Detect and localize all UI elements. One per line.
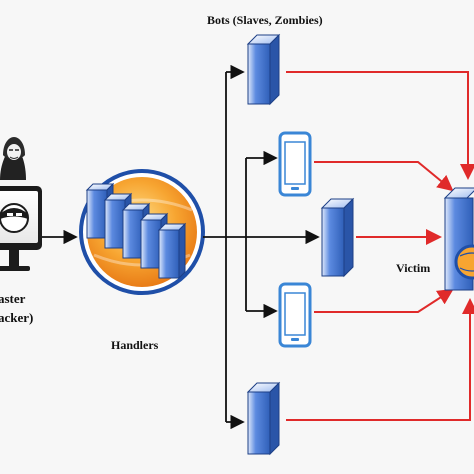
bots-label: Bots (Slaves, Zombies) [207,13,323,27]
handler-server-5-icon [157,222,187,280]
victim-globe-icon [454,244,474,280]
bot-4-phone-icon [278,282,312,348]
master-label-line2: acker) [0,310,33,325]
master-label-line1: aster [0,291,26,306]
bot-1-server-icon [246,33,281,106]
attack-arrow-bot-1 [286,71,474,180]
bot-5-server-icon [246,381,281,456]
victim-label: Victim [396,261,430,275]
handler-cluster-icon [79,169,205,295]
handlers-label: Handlers [111,338,159,352]
attack-arrow-bot-2 [314,161,454,192]
master-computer-icon [0,186,42,271]
bot-3-server-icon [320,197,355,278]
handler-to-bots-connectors [203,64,320,430]
bot-to-victim-attack-arrows [286,71,474,421]
attack-arrow-bot-4 [314,288,454,313]
attack-arrow-bot-5 [286,298,474,421]
bot-2-phone-icon [278,131,312,197]
attacker-icon [0,137,26,180]
